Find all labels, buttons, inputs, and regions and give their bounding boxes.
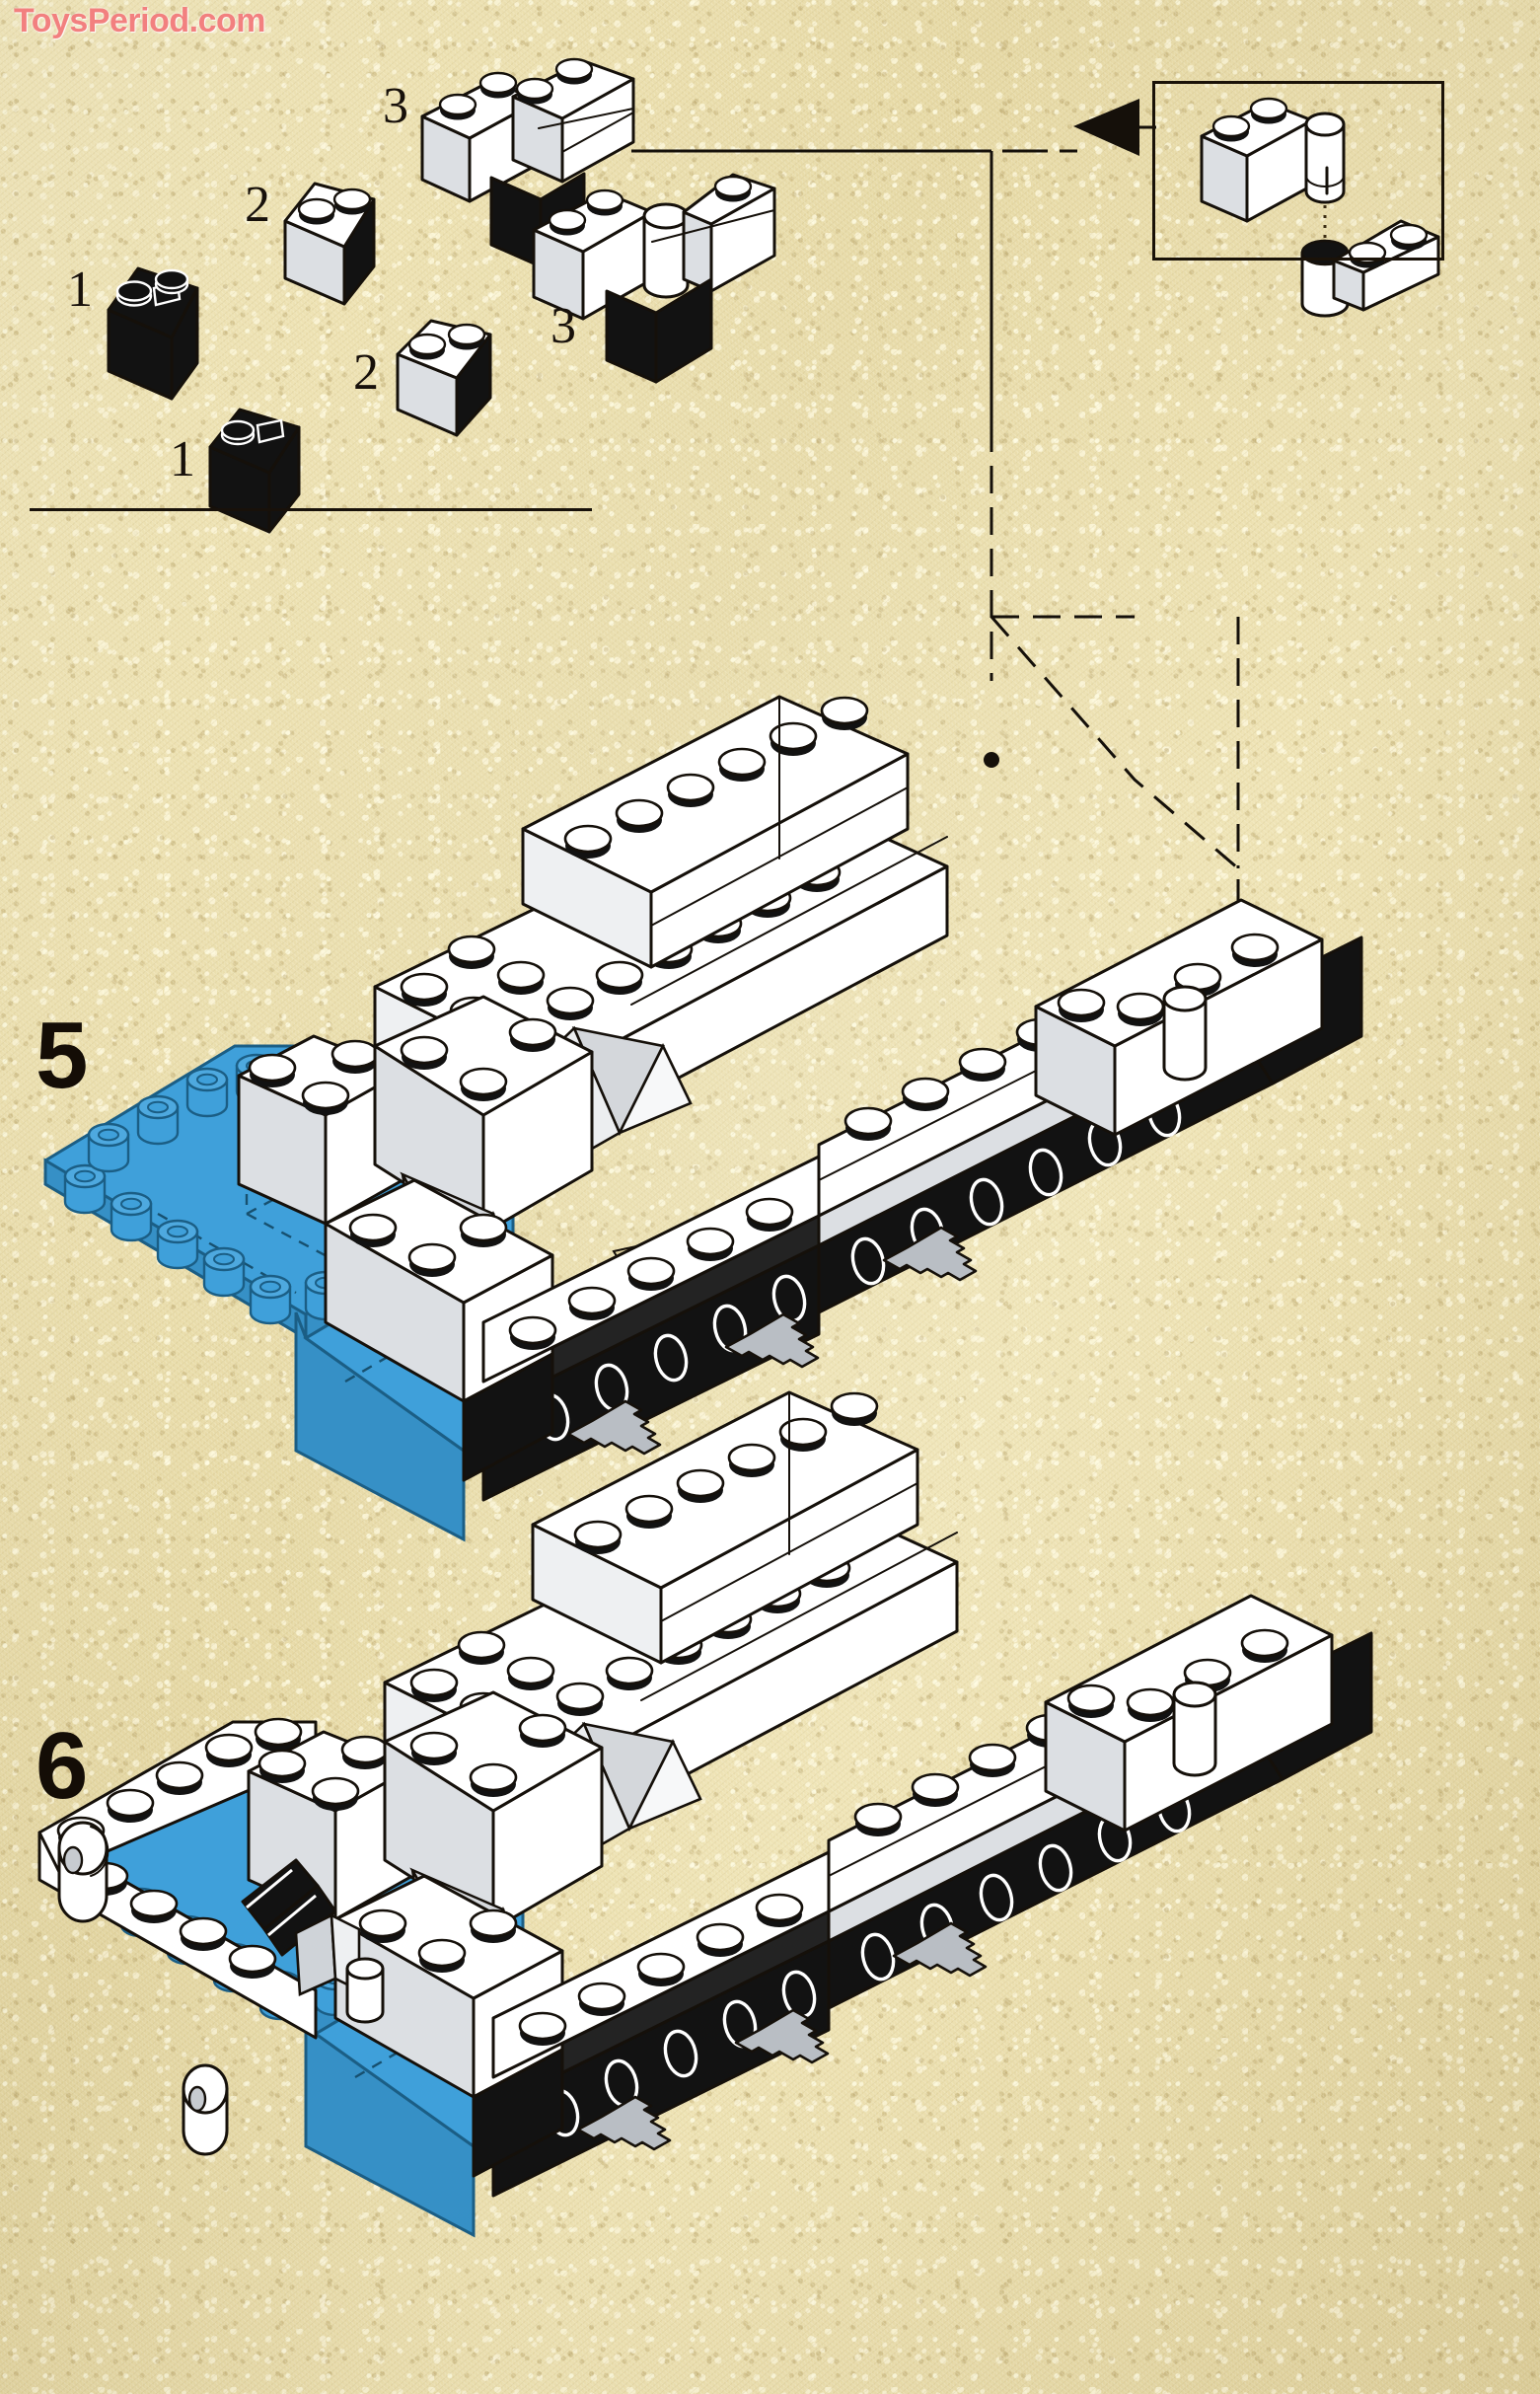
callout-arrow-icon: [1073, 99, 1156, 156]
step5-white-row-front: [481, 1155, 821, 1384]
step6-white-nose: [383, 1690, 604, 1931]
part-black-slope-1: [107, 266, 199, 401]
step6-roller-wheel-front: [57, 1821, 110, 1923]
part-white-slope-2a: [283, 182, 376, 306]
step6-black-tab: [472, 2048, 564, 2178]
part-quantity-label-2: 2: [245, 177, 270, 233]
step5-white-block-with-pin: [1034, 898, 1324, 1137]
step-number-6: 6: [36, 1713, 88, 1819]
step-6-assembly: [37, 1390, 1373, 2238]
part-white-brick-with-pin-3: [532, 173, 776, 384]
part-quantity-label-3: 3: [383, 78, 408, 134]
step-number-5: 5: [36, 1003, 88, 1108]
callout-inset-artwork: [1200, 97, 1440, 318]
part-quantity-label-4: 2: [353, 344, 379, 401]
part-quantity-label-5: 1: [170, 431, 195, 487]
step6-white-hull-top: [531, 1390, 919, 1665]
step-5-assembly: [43, 695, 1363, 1542]
part-quantity-label-1: 1: [67, 262, 93, 318]
step5-black-tab: [462, 1352, 554, 1482]
step6-black-lever-arm: [241, 1858, 385, 2024]
step5-white-hull-top: [521, 695, 910, 969]
step6-white-block-with-pin: [1044, 1594, 1334, 1833]
step6-roller-wheel-lower: [182, 2063, 229, 2156]
callout-inset-box: [1152, 81, 1444, 261]
watermark-toysperiod: ToysPeriod.com: [14, 2, 266, 39]
part-black-slope-1b: [208, 408, 301, 534]
callout-leader-diagonal: [990, 616, 1240, 972]
step6-white-plate-left: [37, 1717, 318, 2040]
section-divider-rule: [30, 508, 592, 511]
part-quantity-label-6: 3: [550, 298, 576, 354]
step6-white-row-front: [491, 1850, 831, 2079]
step5-white-nose: [373, 995, 594, 1235]
part-white-slope-2b: [396, 319, 492, 437]
